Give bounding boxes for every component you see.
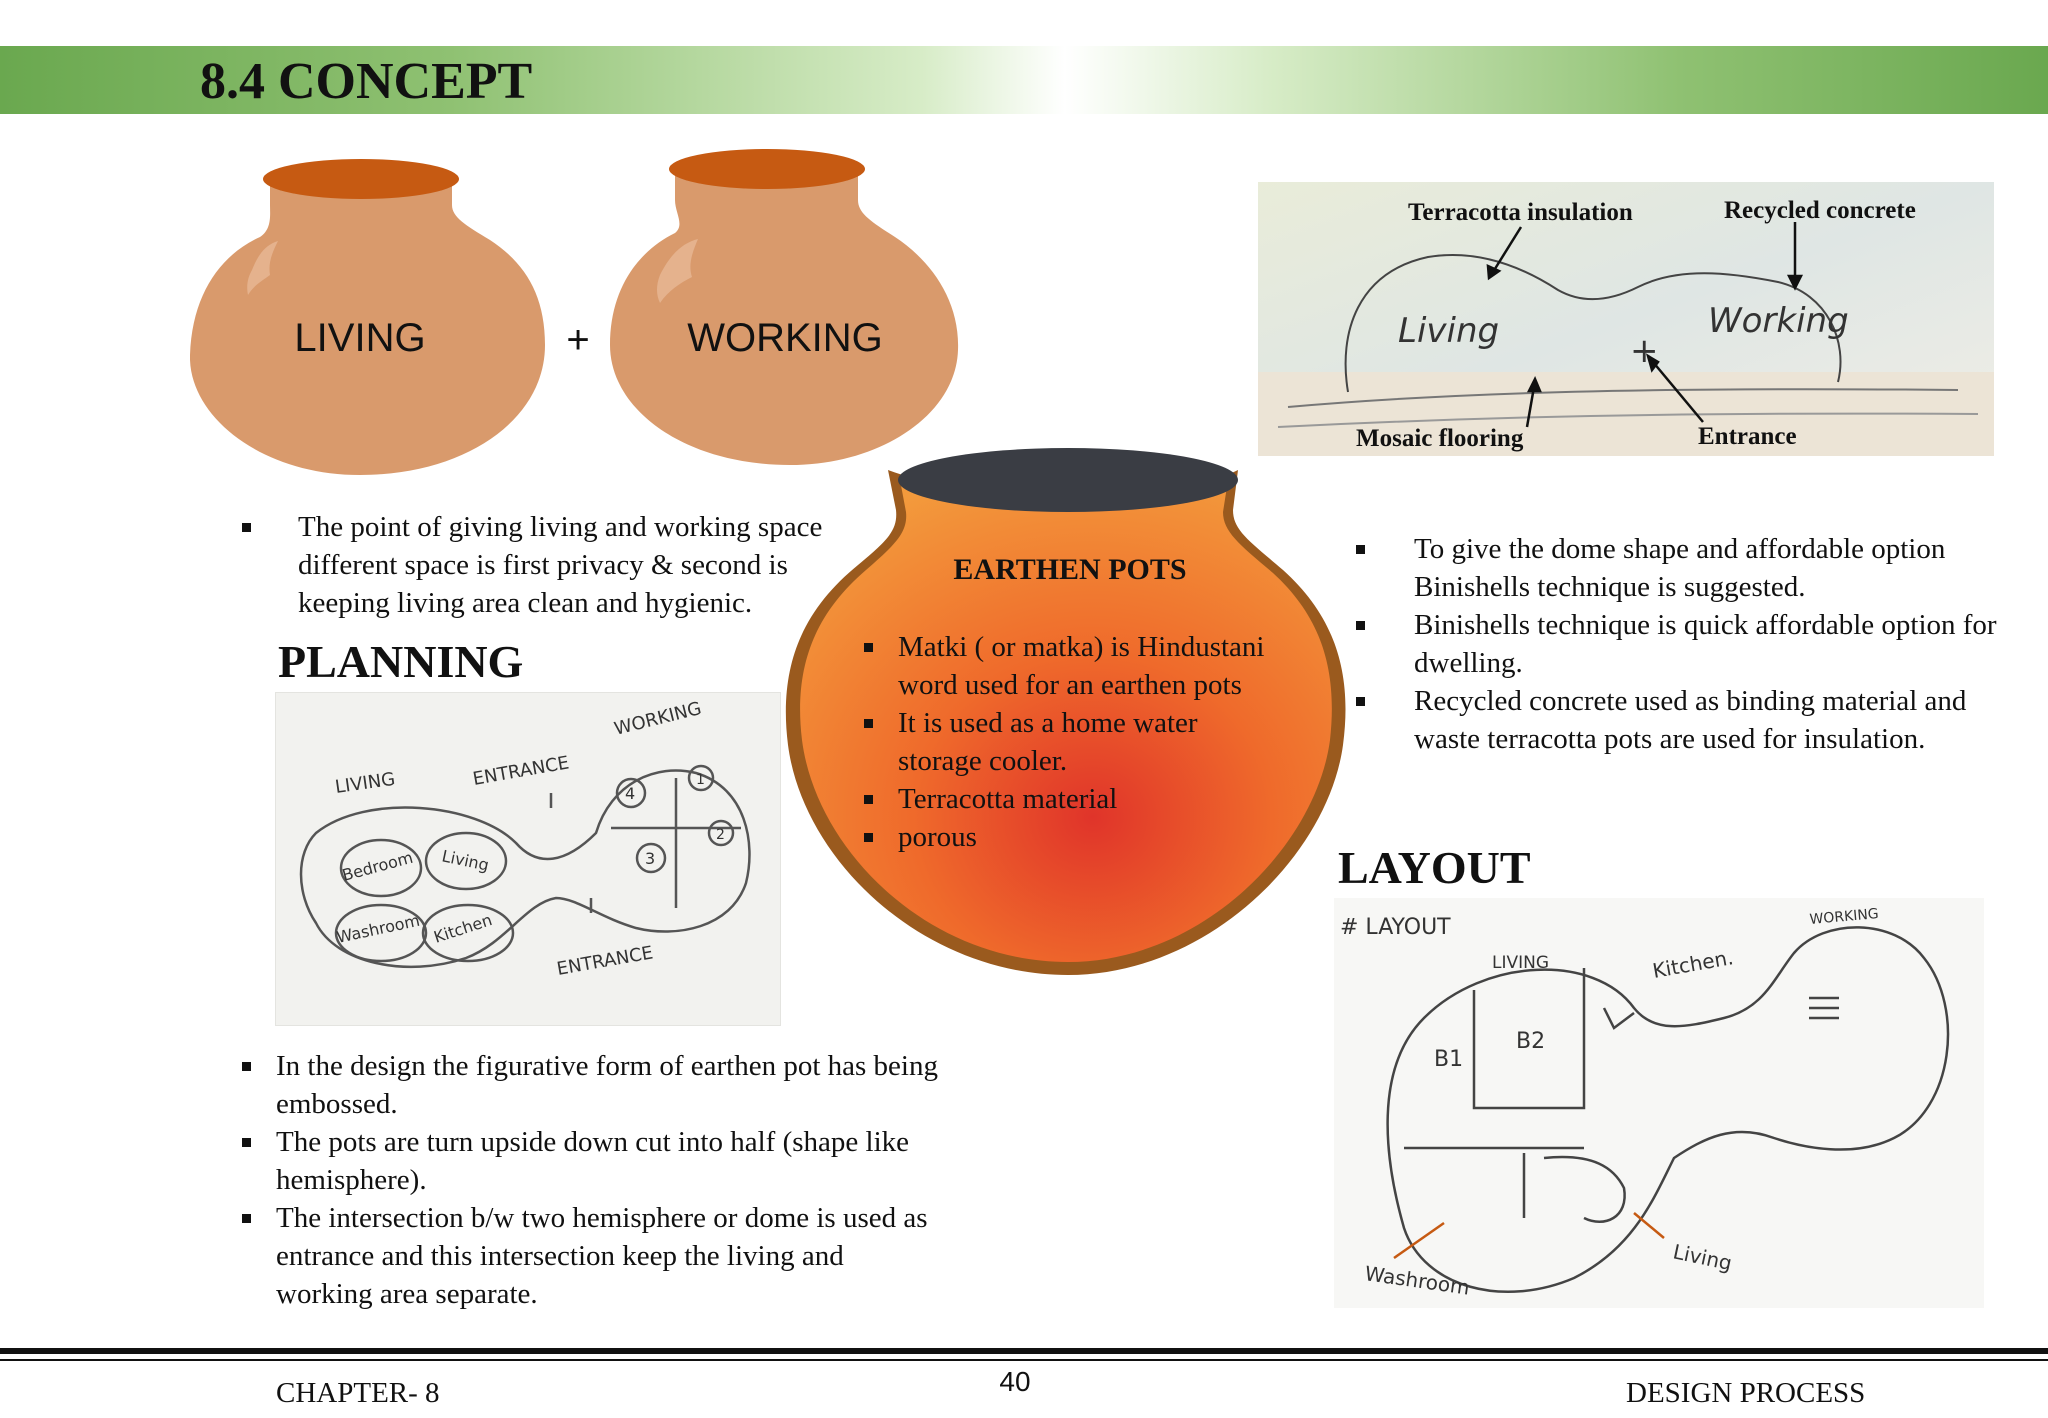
earthen-pots-title: EARTHEN POTS [953, 553, 1187, 586]
footer-rule [0, 1348, 2048, 1354]
sketch-label: 1 [696, 772, 705, 788]
intro-bullet-list: The point of giving living and working s… [242, 508, 882, 622]
page-number: 40 [999, 1366, 1031, 1397]
footer-rule-thin [0, 1359, 2048, 1361]
sketch-label: LIVING [1492, 953, 1549, 973]
entrance-label: Entrance [1698, 423, 1797, 450]
earthen-pot-graphic [785, 448, 1346, 975]
layout-sketch: # LAYOUT LIVING Kitchen. WORKING B1 B2 L… [1334, 898, 1984, 1308]
working-pot [610, 149, 959, 465]
working-label: WORKING [687, 316, 883, 360]
footer-chapter: CHAPTER- 8 [276, 1377, 440, 1409]
header-band [0, 46, 2048, 114]
list-item: The pots are turn upside down cut into h… [242, 1123, 942, 1199]
planning-heading: PLANNING [278, 636, 524, 687]
list-item: The intersection b/w two hemisphere or d… [242, 1199, 942, 1313]
sketch-label: # LAYOUT [1340, 915, 1451, 940]
planning-sketch: LIVING ENTRANCE WORKING Bedroom Living W… [275, 692, 781, 1026]
list-item: Terracotta material [860, 780, 1280, 818]
plus-sign: + [566, 318, 590, 362]
list-item: It is used as a home water storage coole… [860, 704, 1280, 780]
sketch-label: 2 [716, 827, 725, 843]
mosaic-label: Mosaic flooring [1356, 425, 1524, 452]
list-item: Matki ( or matka) is Hindustani word use… [860, 628, 1280, 704]
sketch-label: WORKING [1809, 906, 1879, 928]
layout-heading: LAYOUT [1338, 842, 1531, 893]
list-item: To give the dome shape and affordable op… [1356, 530, 2016, 606]
sketch-label: B2 [1516, 1029, 1545, 1054]
sketch-label: 4 [625, 784, 635, 803]
binishells-bullet-list: To give the dome shape and affordable op… [1356, 530, 2016, 758]
footer-section: DESIGN PROCESS [1626, 1377, 1866, 1409]
concept-pots [190, 149, 959, 475]
recycled-label: Recycled concrete [1724, 197, 1916, 224]
sketch-label: B1 [1434, 1047, 1463, 1072]
list-item: porous [860, 818, 1280, 856]
dome-working-text: Working [1708, 301, 1849, 341]
list-item: Binishells technique is quick affordable… [1356, 606, 2016, 682]
list-item: The point of giving living and working s… [242, 508, 882, 622]
dome-living-text: Living [1398, 311, 1499, 351]
earthen-bullet-list: Matki ( or matka) is Hindustani word use… [860, 628, 1280, 856]
list-item: In the design the figurative form of ear… [242, 1047, 942, 1123]
page-title: 8.4 CONCEPT [200, 53, 533, 110]
sketch-label: 3 [645, 849, 655, 868]
living-pot [190, 159, 545, 475]
terracotta-label: Terracotta insulation [1408, 199, 1633, 226]
dome-sketch: Living Working + Terracotta insulation R… [1258, 182, 1994, 456]
living-label: LIVING [294, 316, 426, 360]
list-item: Recycled concrete used as binding materi… [1356, 682, 2016, 758]
design-bullet-list: In the design the figurative form of ear… [242, 1047, 942, 1313]
